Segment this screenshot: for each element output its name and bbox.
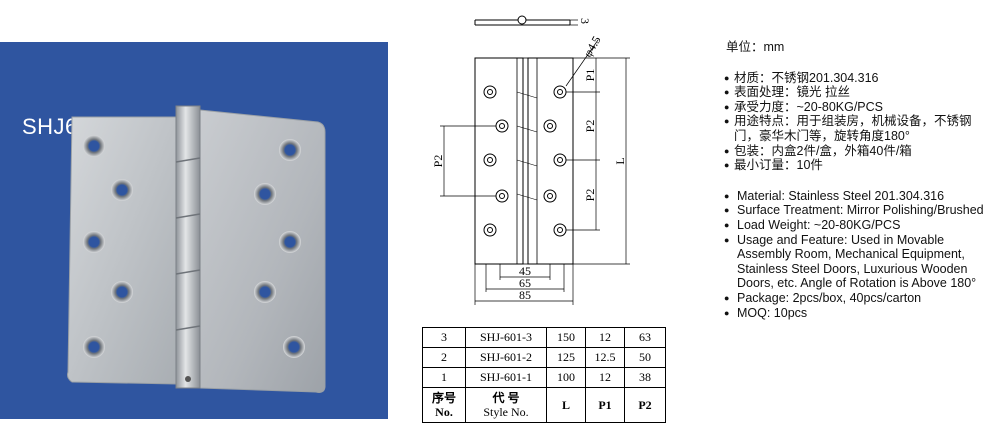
cell-p1: 12.5 xyxy=(585,347,625,368)
table-row: 1 SHJ-601-1 100 12 38 xyxy=(422,367,666,388)
list-item: Surface Treatment: Mirror Polishing/Brus… xyxy=(724,203,994,218)
cell-p2: 50 xyxy=(624,347,666,368)
list-item: Package: 2pcs/box, 40pcs/carton xyxy=(724,291,994,306)
technical-drawing: 3 φ4.5 xyxy=(431,15,630,305)
cell-p1: 12 xyxy=(585,327,625,348)
list-item: 承受力度：~20-80KG/PCS xyxy=(724,100,994,115)
table-header-row: 序号 No. 代 号 Style No. L P1 P2 xyxy=(422,387,666,423)
cell-style: SHJ-601-3 xyxy=(465,327,547,348)
header-no: 序号 No. xyxy=(422,387,466,423)
cell-style: SHJ-601-1 xyxy=(465,367,547,388)
cell-no: 1 xyxy=(422,367,466,388)
cell-style: SHJ-601-2 xyxy=(465,347,547,368)
table-row: 2 SHJ-601-2 125 12.5 50 xyxy=(422,347,666,368)
p2-dimension-right-top: P2 xyxy=(583,120,597,133)
length-dimension: L xyxy=(613,157,627,164)
cell-l: 100 xyxy=(546,367,586,388)
specifications-panel: 单位：mm 材质：不锈钢201.304.316 表面处理：镜光 拉丝 承受力度：… xyxy=(724,40,994,320)
header-l: L xyxy=(546,387,586,423)
list-item: 最小订量：10件 xyxy=(724,158,994,173)
header-style: 代 号 Style No. xyxy=(465,387,547,423)
english-spec-list: Material: Stainless Steel 201.304.316 Su… xyxy=(724,189,994,320)
p1-dimension: P1 xyxy=(583,69,597,82)
header-p2: P2 xyxy=(624,387,666,423)
p2-dimension-right-bottom: P2 xyxy=(583,189,597,202)
cell-l: 125 xyxy=(546,347,586,368)
list-item: MOQ: 10pcs xyxy=(724,306,994,321)
hole-diameter-label: φ4.5 xyxy=(580,34,603,60)
list-item: 包装：内盒2件/盒，外箱40件/箱 xyxy=(724,144,994,159)
list-item: Usage and Feature: Used in Movable Assem… xyxy=(724,233,994,291)
p2-dimension-left: P2 xyxy=(431,155,445,168)
product-photo-panel: SHJ60100M xyxy=(0,42,388,419)
table-row: 3 SHJ-601-3 150 12 63 xyxy=(422,327,666,348)
cell-p1: 12 xyxy=(585,367,625,388)
list-item: 材质：不锈钢201.304.316 xyxy=(724,71,994,86)
header-p1: P1 xyxy=(585,387,625,423)
width-85-dimension: 85 xyxy=(519,288,531,302)
width-45-dimension: 45 xyxy=(519,264,531,278)
list-item: Load Weight: ~20-80KG/PCS xyxy=(724,218,994,233)
cell-p2: 38 xyxy=(624,367,666,388)
header-no-en: No. xyxy=(435,405,453,419)
header-style-cn: 代 号 xyxy=(492,391,520,405)
header-no-cn: 序号 xyxy=(431,391,456,405)
unit-label: 单位：mm xyxy=(726,40,785,54)
hinge-illustration xyxy=(67,105,326,393)
spec-table: 3 SHJ-601-3 150 12 63 2 SHJ-601-2 125 12… xyxy=(422,327,666,423)
list-item: 表面处理：镜光 拉丝 xyxy=(724,85,994,100)
list-item: 用途特点：用于组装房，机械设备，不锈钢门，豪华木门等，旋转角度180° xyxy=(724,114,994,143)
width-65-dimension: 65 xyxy=(519,276,531,290)
thickness-dimension: 3 xyxy=(578,18,592,24)
cell-p2: 63 xyxy=(624,327,666,348)
list-item: Material: Stainless Steel 201.304.316 xyxy=(724,189,994,204)
cell-l: 150 xyxy=(546,327,586,348)
cell-no: 3 xyxy=(422,327,466,348)
chinese-spec-list: 材质：不锈钢201.304.316 表面处理：镜光 拉丝 承受力度：~20-80… xyxy=(724,71,994,173)
header-style-en: Style No. xyxy=(483,405,529,419)
cell-no: 2 xyxy=(422,347,466,368)
